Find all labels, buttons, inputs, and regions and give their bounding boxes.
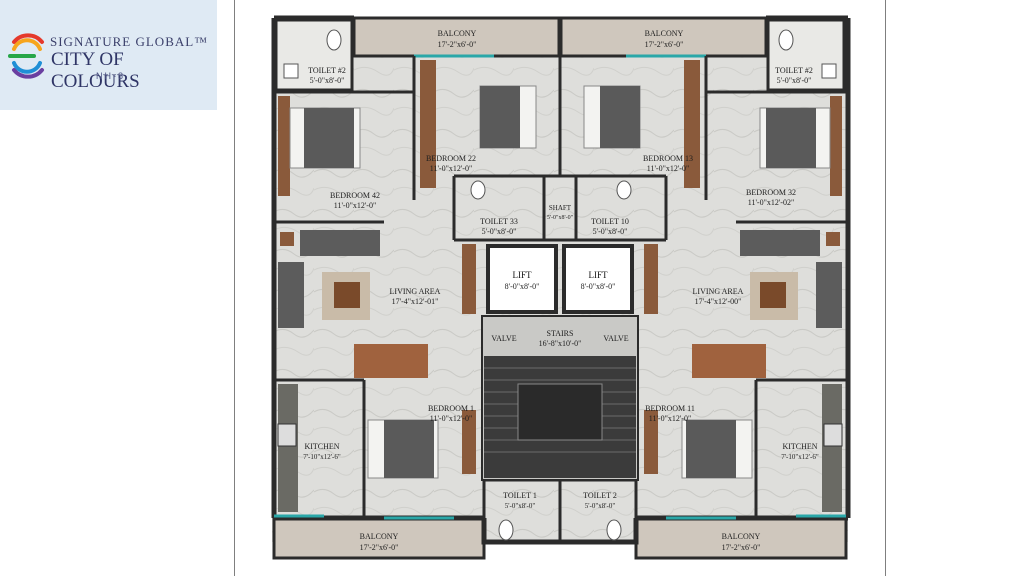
toilet-33-label: TOILET 33 <box>480 217 518 226</box>
balcony-bottom-left <box>272 516 486 560</box>
toilet-33-dim: 5'-0"x8'-0" <box>482 227 517 236</box>
wc-icon <box>498 519 514 541</box>
bedroom-11-dim: 11'-0"x12'-0" <box>649 414 691 423</box>
toilet-top-right <box>766 18 846 92</box>
logo-text-signature: SIGNATURE GLOBAL™ <box>50 34 208 49</box>
balcony-tl-label: BALCONY <box>438 29 477 38</box>
shaft-label: SHAFT <box>549 204 572 212</box>
balcony-tr-dim: 17'-2"x6'-0" <box>645 40 684 49</box>
toilet-32-label: TOILET #2 <box>775 66 813 75</box>
bedroom-13-label: BEDROOM 13 <box>643 154 693 163</box>
brand-logo: SIGNATURE GLOBAL™ CITY OF COLOURS NH-8 <box>0 0 217 110</box>
balcony-br-label: BALCONY <box>722 532 761 541</box>
bedroom-42-dim: 11'-0"x12'-0" <box>334 201 376 210</box>
logo-text-city: CITY OF COLOURS <box>51 49 140 92</box>
kitchen-left-label: KITCHEN <box>304 442 339 451</box>
lift-2-dim: 8'-0"x8'-0" <box>581 282 616 291</box>
kitchen-left-dim: 7'-10"x12'-6" <box>303 453 341 461</box>
kitchen-right-dim: 7'-10"x12'-6" <box>781 453 819 461</box>
beds <box>289 85 831 479</box>
bedroom-32-label: BEDROOM 32 <box>746 188 796 197</box>
toilet-42-label: TOILET #2 <box>308 66 346 75</box>
shaft-dim: 5'-0"x8'-0" <box>547 215 574 221</box>
bedroom-1-dim: 11'-0"x12'-0" <box>430 414 472 423</box>
living-right-dim: 17'-4"x12'-00" <box>695 297 742 306</box>
stairs-label: STAIRS <box>547 329 574 338</box>
lift-1 <box>486 244 558 314</box>
wardrobes <box>278 60 842 474</box>
lift-1-dim: 8'-0"x8'-0" <box>505 282 540 291</box>
bedroom-22-dim: 11'-0"x12'-0" <box>430 164 472 173</box>
balcony-top-right <box>559 16 768 58</box>
bedroom-11-label: BEDROOM 11 <box>645 404 695 413</box>
outer-walls <box>271 15 851 545</box>
living-left-dim: 17'-4"x12'-01" <box>392 297 439 306</box>
kitchen-counters <box>277 384 843 512</box>
logo-icon <box>8 33 44 79</box>
basin-icon <box>821 63 837 79</box>
toilet-42-dim: 5'-0"x8'-0" <box>310 76 345 85</box>
living-right-label: LIVING AREA <box>693 287 744 296</box>
balcony-bl-label: BALCONY <box>360 532 399 541</box>
toilet-b1-dim: 5'-0"x8'-0" <box>505 502 536 510</box>
toilet-b1-label: TOILET 1 <box>503 491 537 500</box>
balcony-bl-dim: 17'-2"x6'-0" <box>360 543 399 552</box>
balcony-bottom-right <box>634 516 848 560</box>
toilet-b2-dim: 5'-0"x8'-0" <box>585 502 616 510</box>
bedroom-1-label: BEDROOM 1 <box>428 404 474 413</box>
toilet-10-label: TOILET 10 <box>591 217 629 226</box>
toilet-10-dim: 5'-0"x8'-0" <box>593 227 628 236</box>
valve-right-label: VALVE <box>603 334 628 343</box>
balcony-tl-dim: 17'-2"x6'-0" <box>438 40 477 49</box>
bedroom-32-dim: 11'-0"x12'-02" <box>748 198 794 207</box>
toilet-b2-label: TOILET 2 <box>583 491 617 500</box>
kitchen-right-label: KITCHEN <box>782 442 817 451</box>
wc-icon <box>470 180 486 200</box>
wc-icon <box>326 29 342 51</box>
lift-2-label: LIFT <box>589 270 609 280</box>
bedroom-22-label: BEDROOM 22 <box>426 154 476 163</box>
wc-icon <box>606 519 622 541</box>
balcony-br-dim: 17'-2"x6'-0" <box>722 543 761 552</box>
lift-2 <box>562 244 634 314</box>
bedroom-13-dim: 11'-0"x12'-0" <box>647 164 689 173</box>
valve-left-label: VALVE <box>491 334 516 343</box>
living-furniture <box>278 230 842 378</box>
bedroom-42-label: BEDROOM 42 <box>330 191 380 200</box>
floor-plan: BALCONY 17'-2"x6'-0" BALCONY 17'-2"x6'-0… <box>234 0 886 576</box>
wc-icon <box>778 29 794 51</box>
toilet-32-dim: 5'-0"x8'-0" <box>777 76 812 85</box>
balcony-tr-label: BALCONY <box>645 29 684 38</box>
logo-text-nh8: NH-8 <box>96 71 126 81</box>
wc-icon <box>616 180 632 200</box>
lift-1-label: LIFT <box>513 270 533 280</box>
basin-icon <box>283 63 299 79</box>
stair-landing <box>517 383 603 441</box>
stairs-dim: 16'-8"x10'-0" <box>539 339 582 348</box>
balcony-top-left <box>352 16 561 58</box>
living-left-label: LIVING AREA <box>390 287 441 296</box>
